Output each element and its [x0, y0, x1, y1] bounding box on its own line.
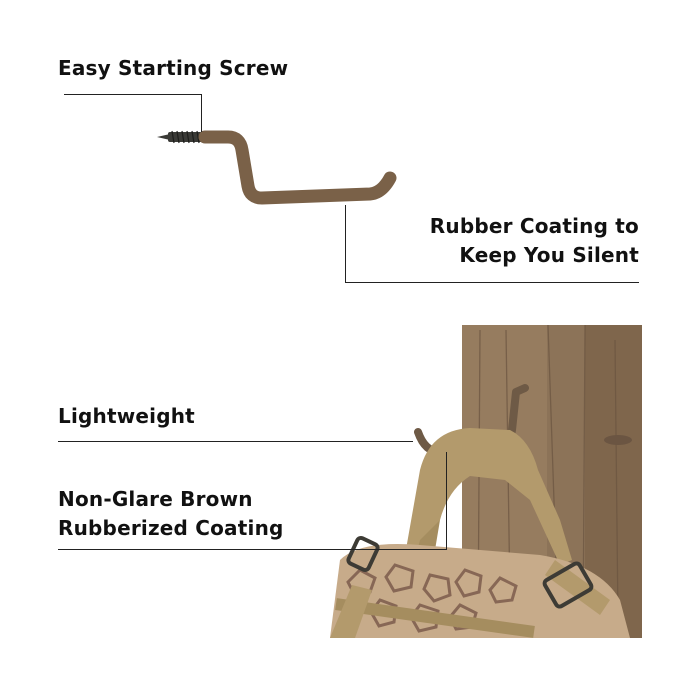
callout-easy-starting-screw: Easy Starting Screw [58, 56, 289, 80]
rubber-hook-icon [198, 130, 397, 205]
callout-nonglare-line1: Non-Glare Brown [58, 487, 253, 511]
leader-line-nonglare-v [446, 452, 447, 550]
callout-lightweight: Lightweight [58, 404, 195, 428]
leader-line-rubber-v [345, 205, 346, 283]
callout-rubber-coating: Rubber Coating to Keep You Silent [430, 212, 639, 270]
leader-line-nonglare-h [58, 549, 447, 550]
screw-thread-icon [157, 130, 208, 144]
callout-non-glare-coating: Non-Glare Brown Rubberized Coating [58, 485, 284, 543]
leader-line-rubber-h [345, 282, 639, 283]
leader-line-lightweight [58, 441, 413, 442]
callout-rubber-line2: Keep You Silent [459, 243, 639, 267]
leader-line-screw-v [201, 94, 202, 132]
callout-nonglare-line2: Rubberized Coating [58, 516, 284, 540]
leader-line-screw-h [64, 94, 202, 95]
callout-rubber-line1: Rubber Coating to [429, 214, 639, 238]
